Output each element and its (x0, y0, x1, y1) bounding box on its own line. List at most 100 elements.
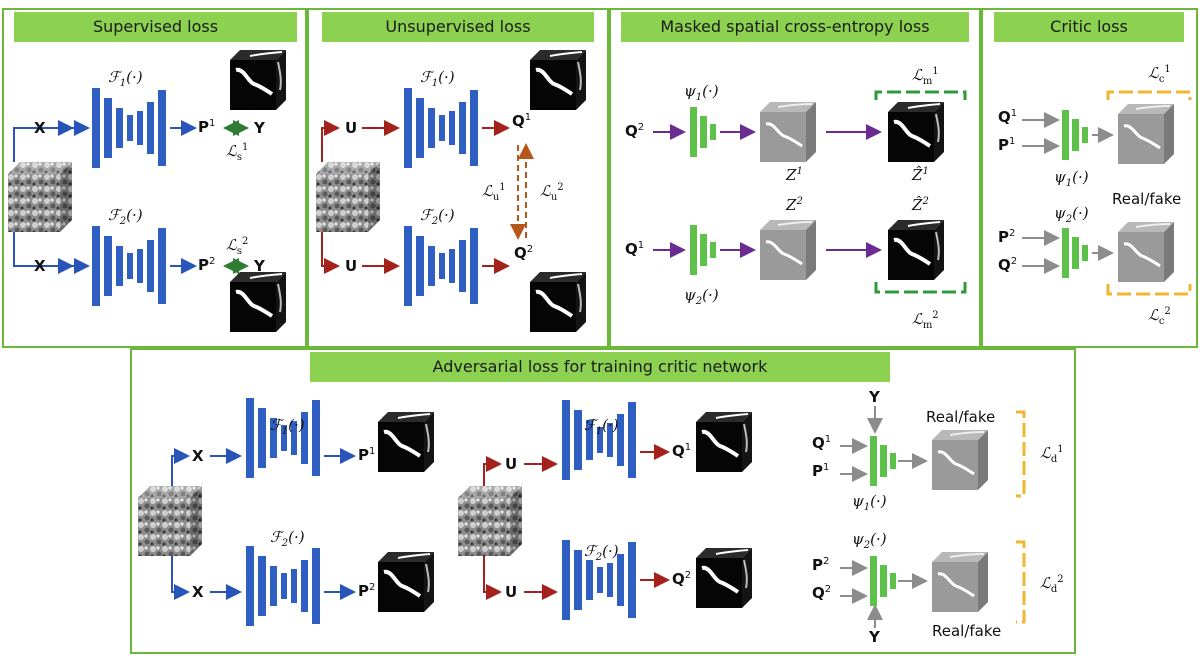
label-unsup-f1: ℱ1(·) (420, 68, 455, 89)
adv-label-critic-p2: P2 (812, 556, 830, 574)
adv-label-f2-labeled: ℱ2(·) (270, 528, 305, 549)
header-masked: Masked spatial cross-entropy loss (621, 12, 969, 42)
label-u-top: U (345, 119, 358, 137)
adv-label-critic-q1: Q1 (812, 434, 832, 452)
loss-critic-1: ℒc1 (1148, 64, 1171, 85)
panel-critic (981, 8, 1198, 348)
adv-label-p2: P2 (358, 582, 376, 600)
adv-label-critic-q2: Q2 (812, 584, 832, 602)
adv-label-x-top: X (192, 447, 204, 465)
adv-label-f1-labeled: ℱ1(·) (270, 416, 305, 437)
label-masked-q2: Q2 (625, 122, 645, 140)
loss-adversarial-2: ℒd2 (1040, 574, 1064, 595)
critic-output-cube-2 (1116, 220, 1176, 284)
adv-pred-cube-q1 (694, 410, 754, 474)
adv-label-x-bottom: X (192, 583, 204, 601)
label-critic-psi1: ψ1(·) (1054, 168, 1089, 189)
adv-label-q2: Q2 (672, 570, 692, 588)
loss-supervised-2: ℒs2 (226, 236, 249, 257)
unsup-network-2 (404, 226, 478, 306)
label-zhat1: Ẑ1 (912, 166, 929, 184)
header-unsupervised: Unsupervised loss (322, 12, 594, 42)
label-x-top: X (34, 119, 46, 137)
adv-label-u-top: U (505, 455, 518, 473)
label-f2: ℱ2(·) (108, 206, 143, 227)
adv-label-realfake-bottom: Real/fake (932, 622, 1002, 640)
input-image-cube (8, 162, 72, 232)
segmentation-network-1 (92, 88, 166, 168)
masked-cube-z2 (886, 218, 946, 282)
unlabeled-image-cube (316, 162, 380, 232)
critic-output-cube-1 (1116, 102, 1176, 166)
feature-cube-z2 (758, 218, 818, 282)
label-critic-p2: P2 (998, 228, 1016, 246)
header-critic: Critic loss (994, 12, 1184, 42)
label-critic-realfake: Real/fake (1112, 190, 1182, 208)
label-u-bottom: U (345, 257, 358, 275)
label-critic-p1: P1 (998, 136, 1016, 154)
adv-label-f1-unlabeled: ℱ1(·) (584, 416, 619, 437)
label-masked-psi1: ψ1(·) (684, 82, 719, 103)
panel-adversarial (130, 348, 1076, 654)
header-supervised: Supervised loss (14, 12, 297, 42)
label-zhat2: Ẑ2 (912, 196, 929, 214)
adv-label-u-bottom: U (505, 583, 518, 601)
label-q2: Q2 (514, 244, 534, 262)
label-unsup-f2: ℱ2(·) (420, 206, 455, 227)
critic-net-psi1-masked (690, 107, 716, 157)
label-p1: P1 (198, 118, 216, 136)
loss-unsupervised-1: ℒu1 (482, 182, 506, 203)
panel-masked (609, 8, 981, 348)
adv-input-image-cube (138, 486, 202, 556)
adv-unlabeled-image-cube (458, 486, 522, 556)
adv-label-realfake-top: Real/fake (926, 408, 996, 426)
label-y-top: Y (254, 119, 265, 137)
adv-label-f2-unlabeled: ℱ2(·) (584, 542, 619, 563)
adv-label-psi2: ψ2(·) (852, 530, 887, 551)
loss-adversarial-1: ℒd1 (1040, 444, 1064, 465)
adv-label-y-top: Y (869, 388, 880, 406)
critic-net-psi2 (1062, 228, 1088, 278)
label-z2: Z2 (786, 196, 803, 214)
critic-net-psi2-masked (690, 225, 716, 275)
masked-cube-z1 (886, 100, 946, 164)
adv-critic-psi2 (870, 556, 896, 606)
label-cube-2 (228, 270, 288, 334)
adv-net-f1-labeled (246, 398, 320, 478)
label-critic-psi2: ψ2(·) (1054, 204, 1089, 225)
label-masked-psi2: ψ2(·) (684, 286, 719, 307)
adv-pred-cube-q2 (694, 546, 754, 610)
label-x-bottom: X (34, 257, 46, 275)
label-cube-1 (228, 48, 288, 112)
label-p2: P2 (198, 256, 216, 274)
loss-masked-2: ℒm2 (912, 310, 939, 331)
label-critic-q2: Q2 (998, 256, 1018, 274)
adv-pred-cube-p2 (376, 550, 436, 614)
adv-pred-cube-p1 (376, 410, 436, 474)
header-adversarial: Adversarial loss for training critic net… (310, 352, 890, 382)
label-critic-q1: Q1 (998, 108, 1018, 126)
critic-net-psi1 (1062, 110, 1088, 160)
pred-cube-q1 (528, 48, 588, 112)
adv-label-y-bottom: Y (869, 628, 880, 646)
adv-label-psi1: ψ1(·) (852, 492, 887, 513)
pred-cube-q2 (528, 270, 588, 334)
adv-critic-psi1 (870, 436, 896, 486)
loss-supervised-1: ℒs1 (226, 142, 249, 163)
adv-critic-output-1 (930, 428, 990, 492)
label-y-bottom: Y (254, 257, 265, 275)
adv-net-f2-labeled (246, 546, 320, 626)
loss-critic-2: ℒc2 (1148, 306, 1171, 327)
feature-cube-z1 (758, 100, 818, 164)
unsup-network-1 (404, 88, 478, 168)
adv-label-critic-p1: P1 (812, 462, 830, 480)
loss-masked-1: ℒm1 (912, 66, 939, 87)
loss-unsupervised-2: ℒu2 (540, 182, 564, 203)
label-f1: ℱ1(·) (108, 68, 143, 89)
label-q1: Q1 (512, 112, 532, 130)
segmentation-network-2 (92, 226, 166, 306)
adv-label-q1: Q1 (672, 442, 692, 460)
adv-net-f1-unlabeled (562, 400, 636, 480)
